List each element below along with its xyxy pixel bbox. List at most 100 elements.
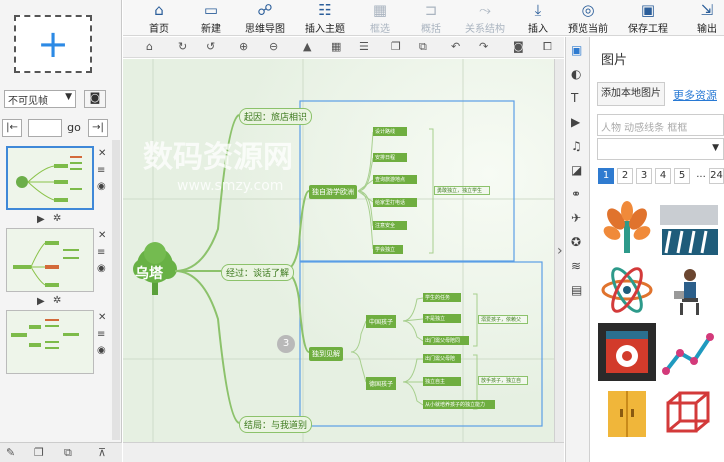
add-frame-button[interactable]: + [14, 15, 92, 73]
play-icon[interactable]: ▶ [37, 214, 45, 225]
eye-icon[interactable]: ◉ [97, 263, 106, 274]
insert-topic-button[interactable]: ☷插入主题 [297, 0, 353, 36]
home-button[interactable]: ⌂首页 [143, 0, 175, 36]
zoom-out-icon[interactable]: ⊖ [269, 40, 279, 53]
leaf-node[interactable]: 不是独立 [423, 314, 461, 323]
leaf-node[interactable]: 出门需父母陪同 [423, 354, 461, 363]
redo-icon[interactable]: ↷ [479, 40, 489, 53]
thumbnail-scrollbar[interactable] [112, 140, 120, 440]
leaf-node[interactable]: 从小就培养孩子的独立能力 [423, 400, 495, 409]
frame-thumbnail[interactable] [6, 310, 94, 374]
video-icon[interactable]: ▶ [571, 115, 581, 129]
align-icon[interactable]: ☰ [359, 40, 369, 53]
image-icon[interactable]: ▣ [571, 43, 583, 57]
branch-process[interactable]: 经过：谈话了解 [221, 264, 295, 281]
copy-icon[interactable]: ❐ [391, 40, 401, 53]
close-icon[interactable]: ✕ [98, 312, 107, 323]
node-chinese-kids[interactable]: 中国孩子 [366, 315, 397, 328]
menu-icon[interactable]: ≡ [97, 329, 106, 340]
settings-icon[interactable]: ✲ [53, 295, 62, 306]
frame-button[interactable]: ▦框选 [366, 0, 394, 36]
lock-icon[interactable]: ▲ [303, 40, 312, 53]
canvas-vertical-scrollbar[interactable] [554, 59, 564, 442]
layers-icon[interactable]: ≋ [571, 259, 582, 273]
last-frame-icon[interactable]: →| [88, 119, 108, 137]
paste-icon[interactable]: ⧉ [419, 40, 427, 53]
leaf-node[interactable]: 出门需父母陪同 [423, 336, 469, 345]
camera-icon[interactable]: ◙ [513, 40, 524, 53]
close-icon[interactable]: ✕ [98, 230, 107, 241]
add-local-image-button[interactable]: 添加本地图片 [597, 82, 665, 106]
go-button[interactable]: go [67, 121, 81, 134]
plane-icon[interactable]: ✈ [571, 211, 582, 225]
mindmap-canvas[interactable]: 数码资源网 www.smzy.com 乌塔 起因：旅店相识 经过：谈话了解 结局… [123, 59, 554, 442]
undo-icon[interactable]: ↶ [451, 40, 461, 53]
frame-thumbnail[interactable] [6, 228, 94, 292]
frame-number-badge[interactable]: 3 [277, 335, 295, 353]
export-button[interactable]: ⇲输出 [693, 0, 721, 36]
frame-number-input[interactable] [28, 119, 62, 137]
page-button[interactable]: 3 [636, 168, 652, 184]
copy-icon[interactable]: ❐ [34, 446, 44, 459]
zoom-in-icon[interactable]: ⊕ [239, 40, 249, 53]
duplicate-icon[interactable]: ⧉ [64, 446, 72, 459]
menu-icon[interactable]: ≡ [97, 165, 106, 176]
relation-button[interactable]: ⤳关系结构 [461, 0, 509, 36]
settings-icon[interactable]: ✲ [53, 213, 62, 224]
node-german-kids[interactable]: 德国孩子 [366, 377, 397, 390]
rotate-left-icon[interactable]: ↺ [206, 40, 216, 53]
music-icon[interactable]: ♫ [571, 139, 582, 153]
collapse-chevron-icon[interactable]: › [557, 243, 563, 259]
link-icon[interactable]: ⚭ [571, 187, 582, 201]
gallery-item-books[interactable] [660, 199, 718, 257]
text-icon[interactable]: T [571, 91, 579, 105]
summary-node[interactable]: 勇敢独立，独立学生 [434, 186, 490, 195]
mindmap-button[interactable]: ☍思维导图 [241, 0, 289, 36]
frame-thumbnail[interactable] [6, 146, 94, 210]
summary-button[interactable]: ⊐概括 [417, 0, 445, 36]
preview-button[interactable]: ◎预览当前 [564, 0, 612, 36]
close-icon[interactable]: ✕ [98, 148, 107, 159]
canvas-horizontal-scrollbar[interactable] [123, 442, 564, 462]
save-project-button[interactable]: ▣保存工程 [625, 0, 671, 36]
cut-icon[interactable]: ⊼ [98, 446, 107, 459]
leaf-node[interactable]: 设计路线 [373, 127, 407, 136]
leaf-node[interactable]: 学会独立 [373, 245, 403, 254]
summary-node[interactable]: 溺爱孩子，依赖父母 [478, 315, 528, 324]
page-button[interactable]: 5 [674, 168, 690, 184]
home-icon[interactable]: ⌂ [146, 40, 153, 53]
insert-button[interactable]: ⤓插入 [521, 0, 555, 36]
gallery-item-cube[interactable] [660, 385, 718, 443]
first-frame-icon[interactable]: |← [2, 119, 22, 137]
leaf-node[interactable]: 安排日程 [373, 153, 407, 162]
node-travel[interactable]: 独自游学欧洲 [309, 185, 357, 199]
image-search-input[interactable]: 人物 动感线条 框框 [597, 114, 724, 136]
leaf-node[interactable]: 学生的任务 [423, 293, 461, 302]
more-resources-link[interactable]: 更多资源 [673, 89, 717, 102]
rotate-right-icon[interactable]: ↻ [178, 40, 188, 53]
gallery-item-disk[interactable] [598, 323, 656, 381]
camera-icon[interactable]: ◙ [84, 90, 106, 108]
leaf-node[interactable]: 注意安全 [373, 221, 407, 230]
node-insight[interactable]: 独到见解 [309, 347, 343, 361]
grid-icon[interactable]: ▦ [331, 40, 342, 53]
bookmark-icon[interactable]: ◪ [571, 163, 583, 177]
menu-icon[interactable]: ≡ [97, 247, 106, 258]
summary-node[interactable]: 放手孩子，独立自主 [478, 376, 528, 385]
gallery-item-tree[interactable] [598, 199, 656, 257]
gallery-item-atom[interactable] [598, 261, 656, 319]
new-button[interactable]: ▭新建 [195, 0, 227, 36]
gallery-item-cabinet[interactable] [598, 385, 656, 443]
gallery-item-line-chart[interactable] [660, 323, 718, 381]
eye-icon[interactable]: ◉ [97, 345, 106, 356]
page-button[interactable]: 4 [655, 168, 671, 184]
edit-icon[interactable]: ✎ [6, 446, 16, 459]
branch-cause[interactable]: 起因：旅店相识 [239, 108, 313, 125]
page-button[interactable]: 2 [617, 168, 633, 184]
window-icon[interactable]: ⧠ [543, 40, 552, 53]
visibility-select[interactable]: 不可见帧▼ [4, 90, 76, 108]
eye-icon[interactable]: ◉ [97, 181, 106, 192]
leaf-node[interactable]: 独立自主 [423, 377, 461, 386]
leaf-node[interactable]: 查询旅游地点 [373, 175, 417, 184]
page-button[interactable]: 24 [709, 168, 724, 184]
